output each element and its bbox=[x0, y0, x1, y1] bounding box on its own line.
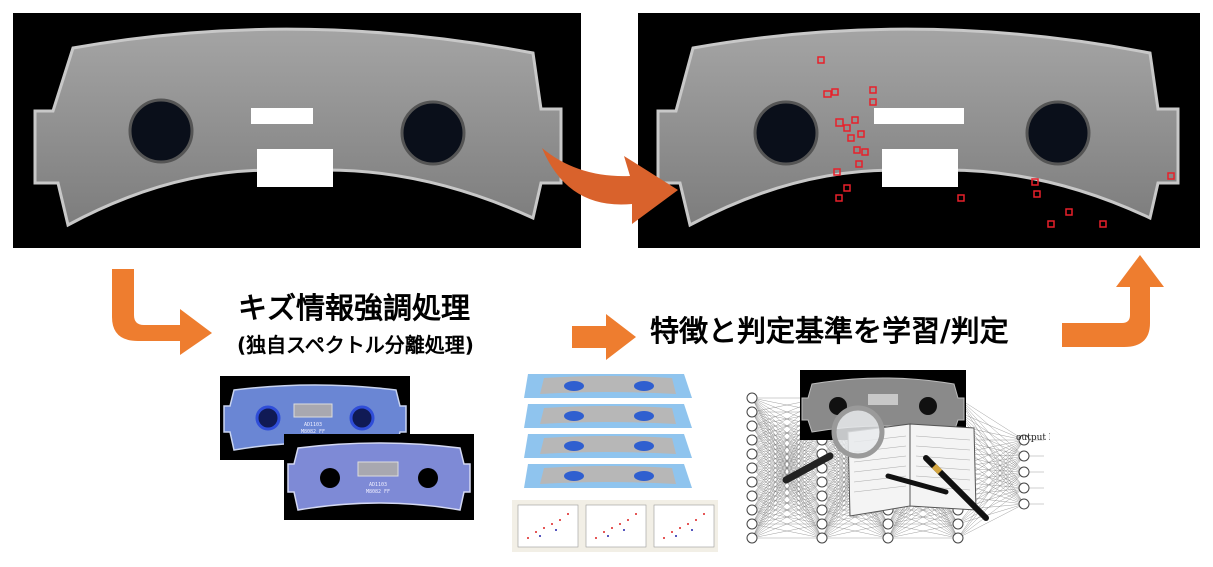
network-connection bbox=[957, 503, 1025, 525]
svg-text:M8082 FF: M8082 FF bbox=[366, 489, 390, 495]
network-connection bbox=[957, 503, 1025, 539]
network-node bbox=[816, 476, 828, 488]
network-connection bbox=[821, 523, 889, 539]
network-connection bbox=[957, 411, 1025, 473]
network-node bbox=[1018, 498, 1030, 510]
network-connection bbox=[957, 455, 1025, 539]
network-node bbox=[1018, 466, 1030, 478]
pen-icon bbox=[885, 455, 989, 521]
network-connection bbox=[957, 455, 1025, 525]
network-connection bbox=[887, 523, 959, 539]
network-connection bbox=[751, 467, 823, 539]
network-node bbox=[882, 532, 894, 544]
network-node bbox=[1018, 482, 1030, 494]
network-node bbox=[746, 462, 758, 474]
analyzed-pad-image bbox=[638, 13, 1200, 248]
network-node bbox=[1018, 434, 1030, 446]
network-connection bbox=[957, 411, 1025, 457]
network-connection bbox=[957, 411, 1025, 441]
output-layer-label: output la bbox=[1016, 433, 1050, 443]
network-node bbox=[746, 490, 758, 502]
network-node bbox=[1018, 450, 1030, 462]
network-connection bbox=[821, 509, 889, 539]
network-connection bbox=[957, 397, 1025, 505]
network-connection bbox=[887, 509, 959, 539]
network-connection bbox=[751, 509, 823, 539]
network-node bbox=[746, 420, 758, 432]
network-connection bbox=[957, 397, 1025, 441]
network-connection bbox=[957, 397, 1025, 489]
network-connection bbox=[957, 397, 1025, 473]
network-connection bbox=[957, 439, 1025, 539]
defect-markers bbox=[817, 56, 1175, 228]
network-node bbox=[882, 518, 894, 530]
network-connection bbox=[751, 523, 823, 539]
network-connection bbox=[751, 481, 823, 539]
bent-arrow-left bbox=[108, 265, 218, 355]
network-node bbox=[816, 490, 828, 502]
original-pad-image bbox=[13, 13, 581, 248]
network-connection bbox=[957, 411, 1025, 489]
network-connection bbox=[957, 487, 1025, 525]
svg-text:M8082 FF: M8082 FF bbox=[301, 429, 325, 435]
network-node bbox=[816, 532, 828, 544]
network-node bbox=[746, 392, 758, 404]
bent-arrow-right bbox=[1060, 253, 1170, 349]
spectral-pad-image-2: AD1103 M8082 FF bbox=[284, 434, 474, 520]
network-node bbox=[746, 448, 758, 460]
result-arrow bbox=[538, 138, 688, 238]
network-node bbox=[746, 406, 758, 418]
network-connection bbox=[751, 495, 823, 539]
network-connection bbox=[957, 471, 1025, 525]
step2-title: 特徴と判定基準を学習/判定 bbox=[650, 314, 1009, 348]
step1-title: キズ情報強調処理 bbox=[238, 291, 471, 325]
step1-subtitle: (独自スペクトル分離処理) bbox=[237, 333, 474, 357]
network-node bbox=[746, 504, 758, 516]
network-node bbox=[952, 518, 964, 530]
network-connection bbox=[751, 439, 823, 539]
middle-arrow bbox=[570, 312, 640, 362]
network-node bbox=[816, 504, 828, 516]
network-node bbox=[746, 532, 758, 544]
network-connection bbox=[957, 397, 1025, 457]
network-node bbox=[746, 434, 758, 446]
magnifier-icon bbox=[782, 405, 885, 484]
network-node bbox=[746, 518, 758, 530]
feature-image-stack bbox=[522, 370, 694, 492]
network-node bbox=[952, 532, 964, 544]
network-node bbox=[746, 476, 758, 488]
network-node bbox=[816, 518, 828, 530]
network-connection bbox=[957, 487, 1025, 539]
neural-network-illustration: output la bbox=[738, 368, 1050, 558]
scatter-thumbnails bbox=[512, 500, 718, 552]
svg-text:AD1103: AD1103 bbox=[369, 482, 387, 488]
network-connection bbox=[957, 471, 1025, 539]
svg-text:AD1103: AD1103 bbox=[304, 422, 322, 428]
